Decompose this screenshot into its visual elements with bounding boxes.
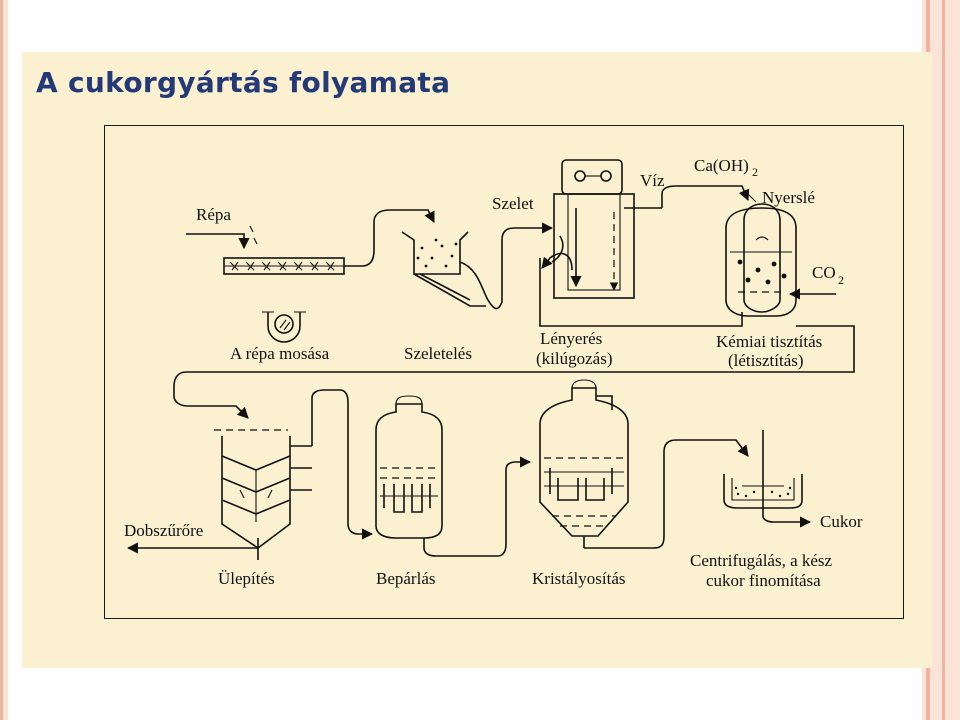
purifier-tank: [743, 203, 781, 313]
juice-loop-line: [539, 258, 743, 327]
label-centrifugalas-2: cukor finomítása: [706, 571, 821, 590]
juice-return-arrow: [541, 252, 573, 271]
crystallizer-plates: [544, 471, 624, 487]
label-kilugozas: (kilúgozás): [536, 349, 612, 368]
label-kristalyositas: Kristályosítás: [532, 569, 626, 588]
purifier-nozzle: [755, 236, 769, 241]
crystallizer-coils: [549, 468, 613, 501]
purifier-vessel: [725, 207, 797, 317]
washer-drum: [262, 311, 306, 343]
settler-left: [221, 436, 259, 560]
slicer-hopper: [401, 231, 469, 275]
to-slicer-line: [344, 209, 435, 267]
washing-belt-pattern: [229, 261, 335, 271]
centrifuge-sugar: [734, 486, 792, 498]
crystallization-stage: Kristályosítás: [532, 379, 749, 588]
diffuser-wheel: [574, 170, 586, 182]
slice-particles: [416, 238, 458, 268]
label-repa-mosasa: A répa mosása: [230, 344, 330, 363]
diagram-frame: [104, 125, 904, 619]
label-nyersle: Nyerslé: [762, 188, 815, 207]
diffuser-head: [561, 159, 623, 195]
to-diffuser-line: [459, 222, 554, 310]
label-ca-oh2: Ca(OH): [694, 156, 749, 175]
settling-stage: Dobszűrőre Ülepítés: [124, 389, 374, 588]
slicer-chute: [413, 273, 486, 307]
decor-stripe: [942, 0, 945, 720]
evaporator-body: [375, 403, 443, 539]
settler-stem: [239, 470, 273, 522]
slicer-chute-inner: [419, 273, 471, 301]
purified-juice-line: [173, 325, 855, 419]
nyersle-pointer: [747, 193, 757, 203]
label-szelet: Szelet: [492, 194, 534, 213]
sugar-output-arrow: [762, 512, 812, 528]
label-centrifugalas-1: Centrifugálás, a kész: [690, 551, 833, 570]
settler-right: [257, 436, 291, 549]
label-szeleteles: Szeletelés: [404, 344, 472, 363]
page-title: A cukorgyártás folyamata: [36, 66, 451, 99]
label-ulepites: Ülepítés: [218, 569, 275, 588]
to-drum-filter-arrow: [126, 538, 259, 554]
diffusion-stage: Szelet Víz Lényerés (kilúgozás): [492, 159, 743, 368]
diffuser-column: [553, 193, 635, 299]
slicing-stage: Szeletelés: [401, 222, 554, 363]
washing-stage: A répa mosása Répa: [186, 205, 435, 363]
crystallizer-dome: [571, 379, 597, 389]
content-panel: [22, 52, 932, 668]
label-co2-sub: 2: [838, 273, 844, 287]
diffuser-inner: [567, 193, 621, 291]
label-repa: Répa: [196, 205, 231, 224]
to-evaporator-line: [311, 389, 374, 540]
label-letisztitas: (létisztítás): [728, 351, 804, 370]
decor-stripe: [0, 0, 3, 720]
label-kemiai-tisztitas: Kémiai tisztítás: [716, 332, 822, 351]
label-dobszurore: Dobszűrőre: [124, 521, 203, 540]
to-crystallizer-line: [423, 456, 532, 557]
label-ca-oh2-sub: 2: [752, 165, 758, 179]
to-centrifuge-line: [584, 439, 749, 549]
evaporation-stage: Bepárlás: [375, 395, 532, 588]
label-beparlas: Bepárlás: [376, 569, 435, 588]
centrifuge-stage: Cukor Centrifugálás, a kész cukor finomí…: [690, 430, 863, 590]
label-lenyeres: Lényerés: [540, 329, 602, 348]
evaporator-dome: [395, 395, 423, 405]
crystallizer-body: [539, 387, 629, 537]
beet-feed-arrow: [186, 233, 250, 250]
centrifuge-basket: [723, 474, 803, 509]
crystallizer-vent: [596, 395, 613, 410]
purifier-bubbles: [737, 259, 787, 285]
lime-inlet-arrow: [661, 185, 750, 208]
label-viz: Víz: [640, 171, 665, 190]
evaporator-tubes: [383, 484, 431, 513]
crystallizer-crystals: [552, 515, 616, 527]
purification-stage: Ca(OH) 2 Nyerslé CO 2 Kémiai tisztítás (…: [661, 156, 844, 370]
label-co2: CO: [812, 263, 836, 282]
settler-outlets: [290, 445, 312, 491]
label-cukor: Cukor: [820, 512, 863, 531]
slice-feed-curve: [551, 235, 564, 263]
diffuser-wheel: [600, 170, 612, 182]
beet-drops: [249, 225, 258, 245]
